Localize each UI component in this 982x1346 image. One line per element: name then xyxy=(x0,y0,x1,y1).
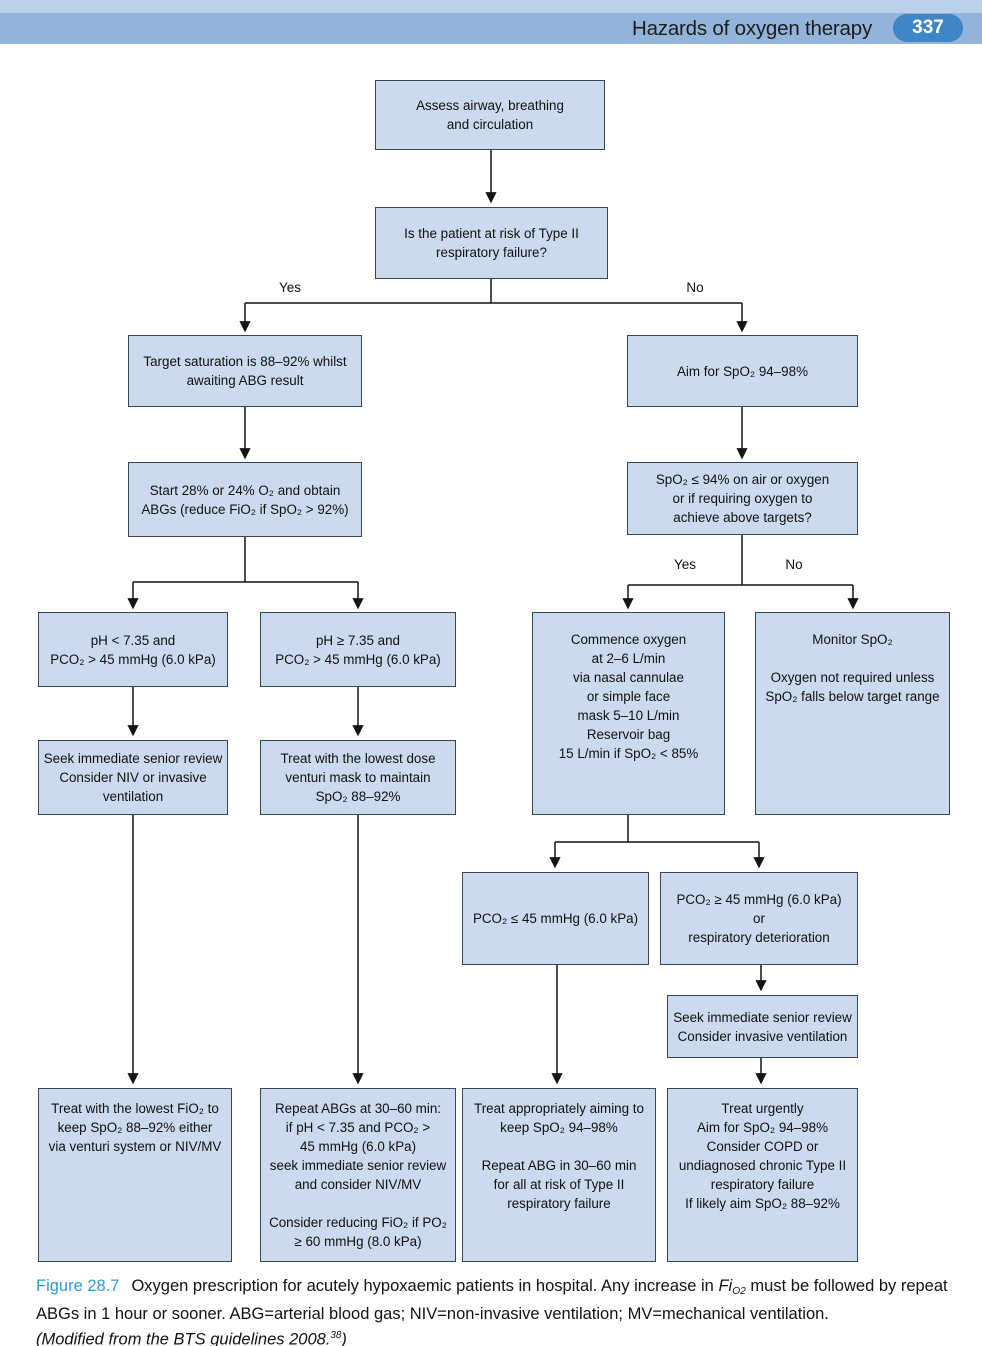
flow-box-seek-review-invasive: Seek immediate senior review Consider in… xyxy=(667,995,858,1058)
flow-box-spo2-question: SpO₂ ≤ 94% on air or oxygen or if requir… xyxy=(627,462,858,535)
flow-box-repeat-abgs: Repeat ABGs at 30–60 min: if pH < 7.35 a… xyxy=(260,1088,456,1262)
flow-box-start-oxygen: Start 28% or 24% O₂ and obtain ABGs (red… xyxy=(128,462,362,537)
flow-box-text: Is the patient at risk of Type II respir… xyxy=(404,226,579,260)
flow-box-aim-spo2: Aim for SpO₂ 94–98% xyxy=(627,335,858,407)
flow-box-treat-appropriately: Treat appropriately aiming to keep SpO₂ … xyxy=(462,1088,656,1262)
flow-box-treat-urgently: Treat urgently Aim for SpO₂ 94–98% Consi… xyxy=(667,1088,858,1262)
page-number-badge: 337 xyxy=(893,14,963,42)
flow-box-text: PCO₂ ≤ 45 mmHg (6.0 kPa) xyxy=(472,911,639,926)
flow-box-ph-low: pH < 7.35 and PCO₂ > 45 mmHg (6.0 kPa) xyxy=(38,612,228,687)
flow-box-text: pH ≥ 7.35 and PCO₂ > 45 mmHg (6.0 kPa) xyxy=(275,632,441,667)
flow-box-text: PCO₂ ≥ 45 mmHg (6.0 kPa) or respiratory … xyxy=(676,892,842,945)
flow-box-text: Aim for SpO₂ 94–98% xyxy=(677,363,808,379)
flow-box-text: Monitor SpO₂ Oxygen not required unless … xyxy=(765,632,940,704)
flow-box-target-saturation: Target saturation is 88–92% whilst await… xyxy=(128,335,362,407)
header-band xyxy=(0,13,982,44)
branch-label-oxygen-no: No xyxy=(785,557,803,572)
branch-label-risk-yes: Yes xyxy=(278,280,302,295)
figure-caption: Figure 28.7 Oxygen prescription for acute… xyxy=(36,1275,958,1346)
figure-caption-text-after: must be followed by repeat ABGs in 1 hou… xyxy=(36,1277,948,1323)
flow-box-text: Assess airway, breathing and circulation xyxy=(416,98,564,132)
flow-box-text: Seek immediate senior review Consider in… xyxy=(673,1009,852,1044)
flow-box-assess: Assess airway, breathing and circulation xyxy=(375,80,605,150)
branch-label-oxygen-yes: Yes xyxy=(673,557,697,572)
header-top-strip xyxy=(0,0,982,13)
flow-box-text: Commence oxygen at 2–6 L/min via nasal c… xyxy=(558,632,699,761)
flow-box-text: Treat appropriately aiming to keep SpO₂ … xyxy=(474,1101,644,1211)
reference-number: 38 xyxy=(330,1329,342,1341)
flow-box-pco2-low: PCO₂ ≤ 45 mmHg (6.0 kPa) xyxy=(462,872,649,965)
flow-box-monitor-spo2: Monitor SpO₂ Oxygen not required unless … xyxy=(755,612,950,815)
page-number: 337 xyxy=(912,17,944,38)
figure-caption-body: Figure 28.7 Oxygen prescription for acute… xyxy=(36,1275,958,1325)
flow-box-venturi-mask: Treat with the lowest dose venturi mask … xyxy=(260,740,456,815)
figure-caption-label: Figure 28.7 xyxy=(36,1277,120,1295)
flow-box-text: Start 28% or 24% O₂ and obtain ABGs (red… xyxy=(141,482,349,517)
chapter-title: Hazards of oxygen therapy xyxy=(632,17,872,40)
branch-label-risk-no: No xyxy=(686,280,704,295)
flow-box-risk-question: Is the patient at risk of Type II respir… xyxy=(375,207,608,279)
flow-box-text: Treat urgently Aim for SpO₂ 94–98% Consi… xyxy=(678,1101,847,1211)
flow-box-text: pH < 7.35 and PCO₂ > 45 mmHg (6.0 kPa) xyxy=(50,632,216,667)
fio2-symbol: FiO2 xyxy=(718,1277,746,1297)
flow-box-pco2-high: PCO₂ ≥ 45 mmHg (6.0 kPa) or respiratory … xyxy=(660,872,858,965)
flow-box-treat-lowest-fio2: Treat with the lowest FiO₂ to keep SpO₂ … xyxy=(38,1088,232,1262)
fio2-subscript: O2 xyxy=(732,1285,746,1297)
flow-box-text: Repeat ABGs at 30–60 min: if pH < 7.35 a… xyxy=(269,1101,447,1249)
figure-caption-text-before: Oxygen prescription for acutely hypoxaem… xyxy=(131,1277,719,1295)
flow-box-commence-oxygen: Commence oxygen at 2–6 L/min via nasal c… xyxy=(532,612,725,815)
figure-caption-source: (Modified from the BTS guidelines 2008.3… xyxy=(36,1329,347,1346)
flow-box-text: Treat with the lowest dose venturi mask … xyxy=(280,751,436,804)
flow-box-text: Seek immediate senior review Consider NI… xyxy=(43,751,223,804)
flow-box-ph-high: pH ≥ 7.35 and PCO₂ > 45 mmHg (6.0 kPa) xyxy=(260,612,456,687)
flow-box-text: Treat with the lowest FiO₂ to keep SpO₂ … xyxy=(48,1101,222,1154)
flow-box-text: SpO₂ ≤ 94% on air or oxygen or if requir… xyxy=(655,472,830,525)
flow-box-text: Target saturation is 88–92% whilst await… xyxy=(143,354,347,388)
flow-box-seek-review-niv: Seek immediate senior review Consider NI… xyxy=(38,740,228,815)
